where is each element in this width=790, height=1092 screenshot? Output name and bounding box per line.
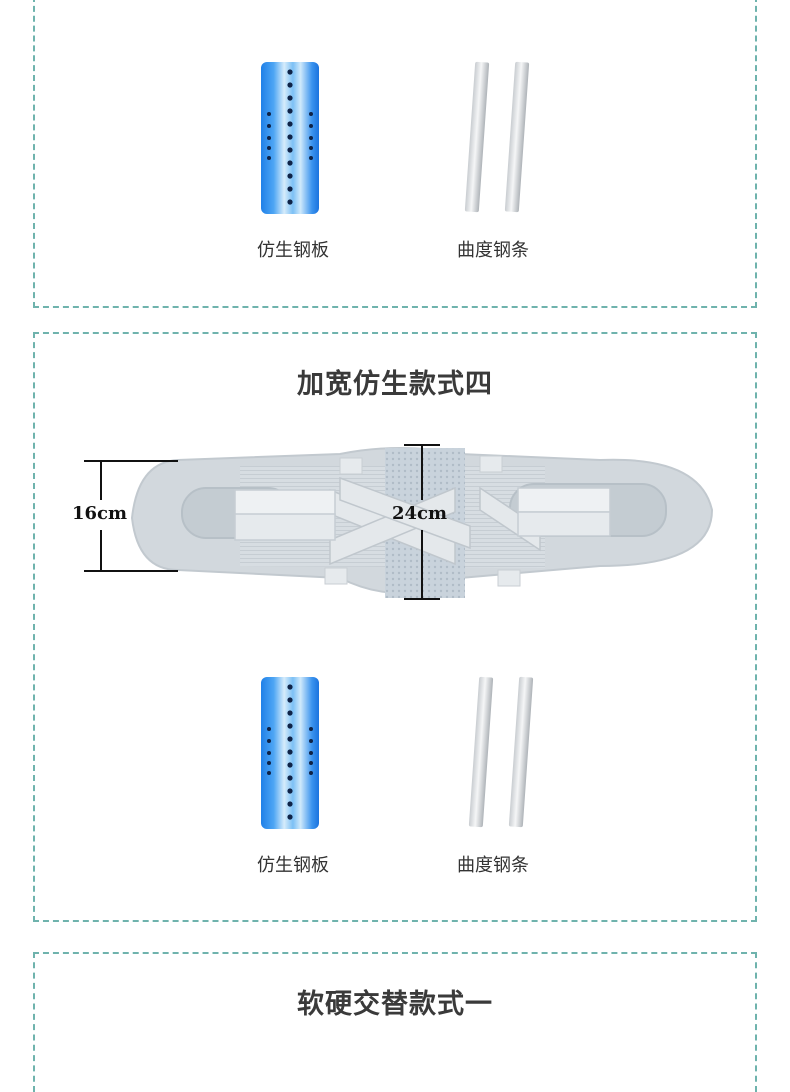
- center-dim-bottom-tick: [404, 598, 440, 600]
- style-four-panel: [33, 332, 757, 922]
- section-title: 软硬交替款式一: [297, 989, 493, 1020]
- height-dim-line-upper: [100, 460, 102, 500]
- center-dim-line-upper: [421, 444, 423, 500]
- plate-caption: 仿生钢板: [257, 855, 329, 876]
- height-dim-top-tick: [84, 460, 178, 462]
- bionic-steel-plate-image: [261, 62, 319, 214]
- height-dim-bottom-tick: [84, 570, 178, 572]
- section-title: 加宽仿生款式四: [297, 369, 493, 400]
- bionic-steel-plate-image: [261, 677, 319, 829]
- waist-belt-image: [130, 447, 714, 598]
- plate-caption: 仿生钢板: [257, 240, 329, 261]
- center-height-label: 24cm: [392, 503, 448, 524]
- style-one-panel: [33, 952, 757, 1092]
- strip-caption: 曲度钢条: [457, 240, 529, 261]
- belt-height-label: 16cm: [72, 503, 128, 524]
- height-dim-line-lower: [100, 530, 102, 571]
- center-dim-line-lower: [421, 530, 423, 599]
- accessory-panel-top: [33, 0, 757, 308]
- strip-caption: 曲度钢条: [457, 855, 529, 876]
